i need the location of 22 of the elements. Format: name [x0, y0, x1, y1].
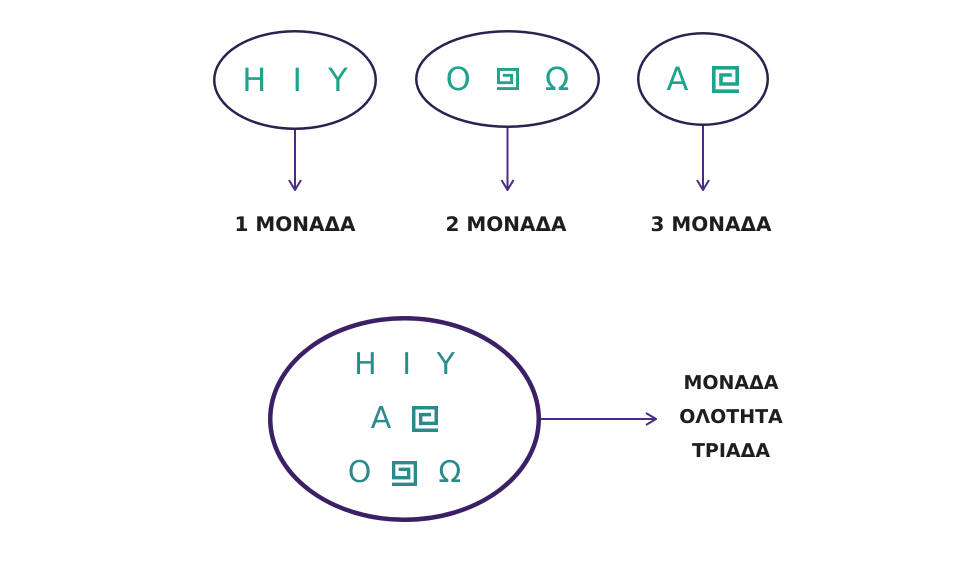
- caption-label: 1 ΜΟΝΑΔΑ: [234, 212, 356, 236]
- greek-letters: Α: [666, 63, 688, 95]
- oval: [213, 30, 377, 130]
- oval: [268, 316, 541, 522]
- greek-letters: Ο: [446, 63, 471, 95]
- caption-label: 2 ΜΟΝΑΔΑ: [446, 212, 566, 236]
- oval: [415, 30, 600, 128]
- arrow: [288, 130, 302, 191]
- greek-letters: Η Ι Υ: [354, 350, 455, 380]
- caption-label: 3 ΜΟΝΑΔΑ: [650, 212, 772, 236]
- caption-label: ΜΟΝΑΔΑ: [683, 371, 779, 396]
- caption-label: ΤΡΙΑΔΑ: [692, 439, 770, 464]
- greek-letters: Ω: [438, 458, 462, 488]
- greek-letters: Η Ι Υ: [242, 64, 348, 96]
- greek-letters: Ο: [348, 458, 372, 488]
- arrow: [500, 128, 514, 191]
- greek-letters: Ω: [544, 63, 570, 95]
- caption-label: ΟΛΟΤΗΤΑ: [679, 405, 783, 430]
- arrow: [541, 412, 657, 426]
- arrow: [696, 126, 710, 191]
- greek-letters: Α: [370, 404, 392, 434]
- oval: [637, 32, 769, 126]
